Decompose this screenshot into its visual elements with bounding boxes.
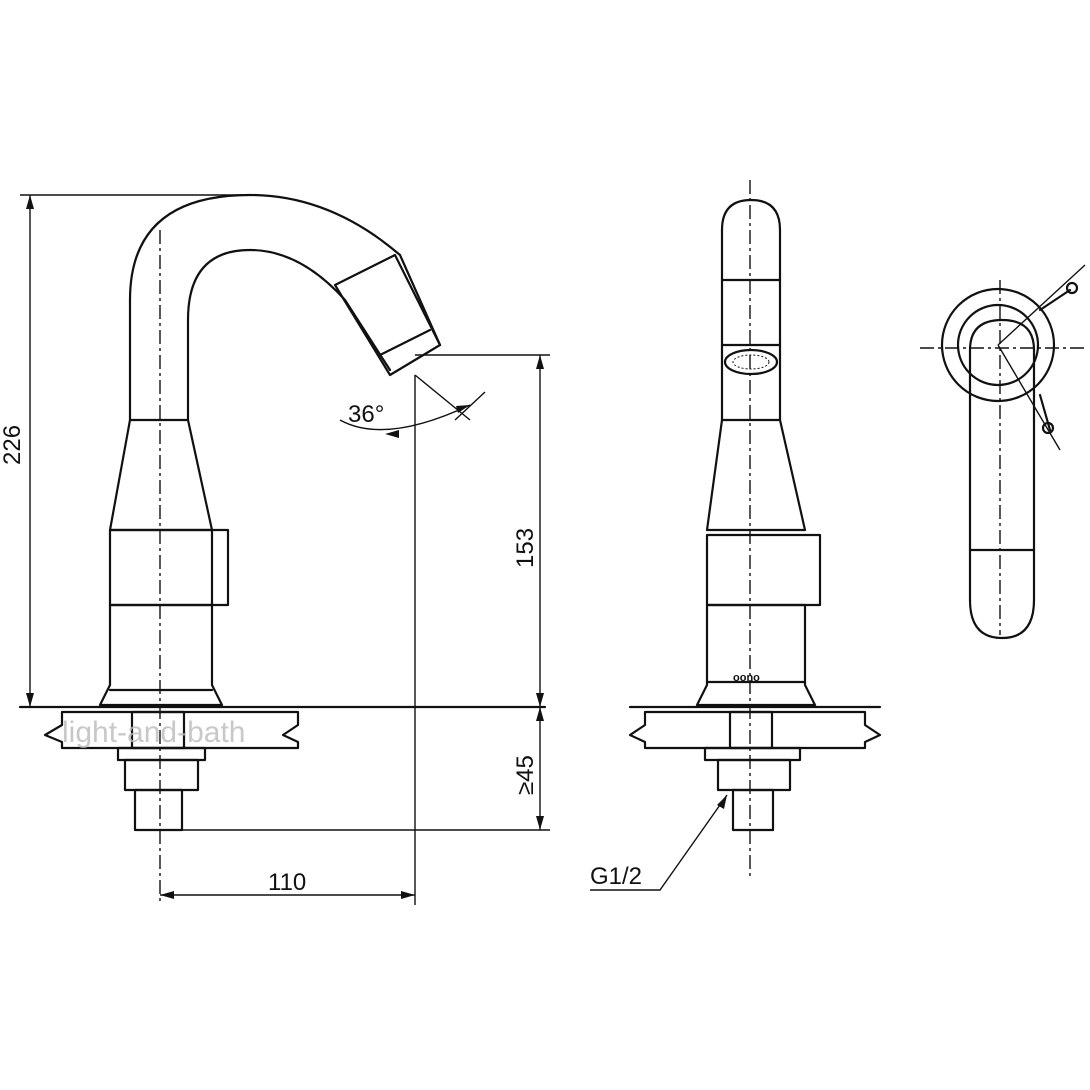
dim-spout-height: 153 — [512, 528, 539, 568]
side-view: oono G1/2 — [590, 180, 882, 891]
brand-mark: oono — [733, 672, 760, 684]
front-view: 226 153 ≥45 110 36° light-and-bath — [0, 193, 550, 905]
dim-thread: G1/2 — [590, 863, 642, 890]
dim-spout-reach: 110 — [268, 869, 306, 896]
top-view — [920, 264, 1086, 640]
watermark: light-and-bath — [62, 716, 245, 749]
dim-mount-depth: ≥45 — [512, 755, 539, 795]
dim-spout-angle: 36° — [348, 401, 384, 428]
dim-total-height: 226 — [0, 425, 26, 465]
